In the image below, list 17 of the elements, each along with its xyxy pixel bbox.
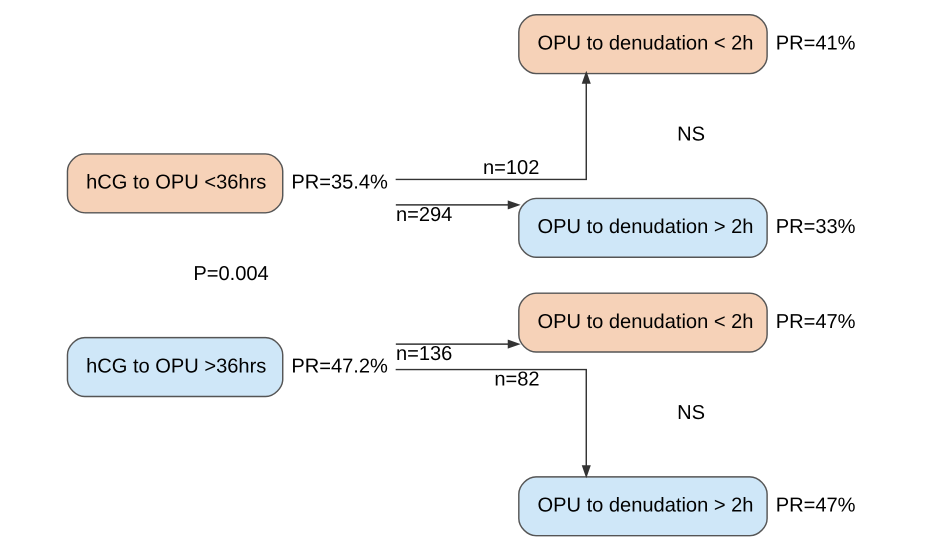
- node-label: PR=47.2%: [291, 355, 388, 378]
- node-label: PR=47%: [776, 310, 856, 333]
- edge-label: n=136: [396, 343, 452, 366]
- arrow: [396, 340, 521, 349]
- label: NS: [677, 124, 705, 146]
- edge-label: n=82: [494, 368, 540, 391]
- node-label: PR=35.4%: [291, 172, 388, 194]
- label: P=0.004: [193, 262, 269, 285]
- edge-label: n=294: [396, 204, 452, 226]
- label: NS: [677, 402, 705, 424]
- node-label: PR=33%: [776, 216, 856, 238]
- arrow: [396, 200, 521, 210]
- node-label: PR=41%: [776, 32, 856, 54]
- edge-label: n=102: [482, 156, 540, 179]
- arrow: [396, 70, 591, 180]
- arrow: [396, 368, 591, 478]
- node-label: PR=47%: [776, 494, 856, 517]
